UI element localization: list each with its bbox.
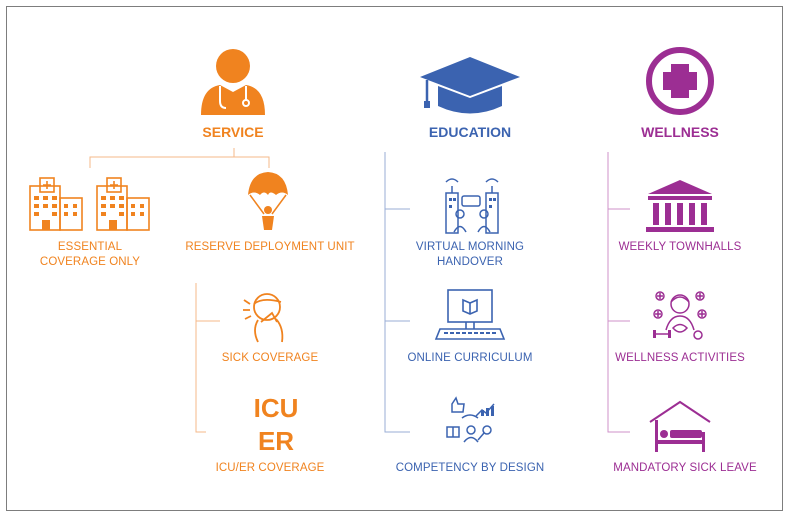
sick-coverage-label: SICK COVERAGE xyxy=(221,352,319,364)
icu-text: ICU xyxy=(253,393,299,423)
competency-by-design-label: COMPETENCY BY DESIGN xyxy=(395,462,545,474)
essential-coverage-label: ESSENTIAL COVERAGE ONLY xyxy=(39,241,141,268)
weekly-townhalls-label: WEEKLY TOWNHALLS xyxy=(618,241,742,253)
wellness-activities-label: WELLNESS ACTIVITIES xyxy=(615,352,745,364)
er-text: ER xyxy=(257,426,295,456)
service-heading: SERVICE xyxy=(202,124,264,140)
education-heading: EDUCATION xyxy=(428,124,512,140)
icu-er-coverage-label: ICU/ER COVERAGE xyxy=(215,462,325,474)
reserve-deployment-label: RESERVE DEPLOYMENT UNIT xyxy=(185,241,355,253)
online-curriculum-label: ONLINE CURRICULUM xyxy=(407,352,533,364)
virtual-handover-label: VIRTUAL MORNING HANDOVER xyxy=(415,241,525,268)
diagram-frame xyxy=(6,6,783,511)
wellness-heading: WELLNESS xyxy=(641,124,719,140)
mandatory-sick-leave-label: MANDATORY SICK LEAVE xyxy=(613,462,757,474)
